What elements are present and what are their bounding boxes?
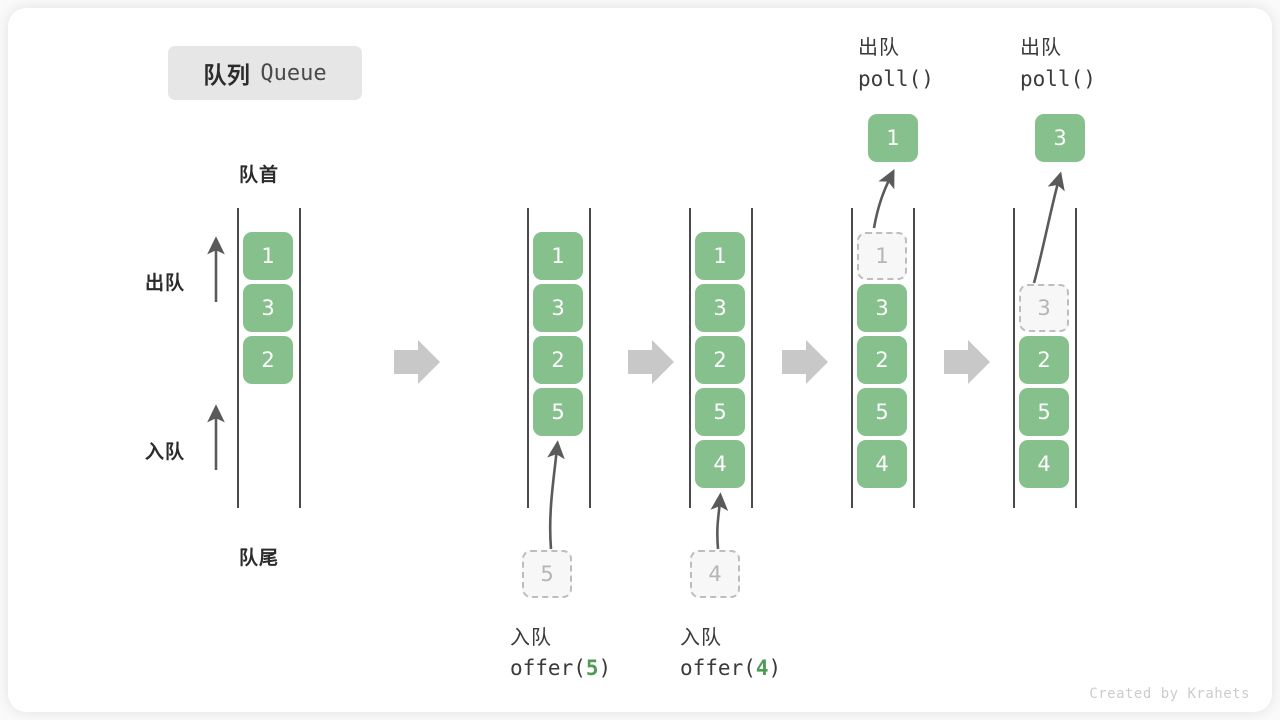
rail-left <box>689 208 691 508</box>
rail-left <box>527 208 529 508</box>
label-queue-rear: 队尾 <box>239 547 280 569</box>
incoming-ghost-element: 5 <box>522 550 572 598</box>
rail-right <box>299 208 301 508</box>
code-suffix: ) <box>598 656 612 680</box>
rail-right <box>751 208 753 508</box>
queue-element: 5 <box>695 388 745 436</box>
queue-element: 2 <box>243 336 293 384</box>
rail-left <box>1013 208 1015 508</box>
queue-element: 2 <box>533 336 583 384</box>
op-label-enqueue-5-code: offer(5) <box>510 656 611 680</box>
op-label-dequeue-3-cn: 出队 <box>1020 35 1062 59</box>
rail-right <box>589 208 591 508</box>
op-label-enqueue-5-cn: 入队 <box>510 625 552 649</box>
queue-element-new: 4 <box>695 440 745 488</box>
queue-element: 2 <box>1019 336 1069 384</box>
queue-element: 3 <box>533 284 583 332</box>
label-dequeue-direction: 出队 <box>145 272 186 294</box>
queue-element: 1 <box>533 232 583 280</box>
queue-element: 3 <box>695 284 745 332</box>
queue-element: 5 <box>1019 388 1069 436</box>
queue-element: 1 <box>243 232 293 280</box>
queue-element-removed: 3 <box>1019 284 1069 332</box>
queue-element: 5 <box>857 388 907 436</box>
queue-element-new: 5 <box>533 388 583 436</box>
diagram-card <box>8 8 1272 712</box>
watermark-credit: Created by Krahets <box>1089 686 1250 702</box>
op-label-dequeue-1-code: poll() <box>858 67 934 91</box>
code-arg: 4 <box>755 656 769 680</box>
queue-element-removed: 1 <box>857 232 907 280</box>
queue-element: 1 <box>695 232 745 280</box>
title-chinese: 队列 <box>203 63 251 89</box>
rail-left <box>237 208 239 508</box>
queue-element: 2 <box>695 336 745 384</box>
op-label-enqueue-4-code: offer(4) <box>680 656 781 680</box>
popped-element: 3 <box>1035 114 1085 162</box>
queue-element: 3 <box>243 284 293 332</box>
op-label-dequeue-1-cn: 出队 <box>858 35 900 59</box>
rail-left <box>851 208 853 508</box>
op-label-dequeue-3-code: poll() <box>1020 67 1096 91</box>
label-queue-front: 队首 <box>239 164 280 186</box>
code-arg: 5 <box>585 656 599 680</box>
queue-element: 4 <box>857 440 907 488</box>
title-english: Queue <box>260 60 327 86</box>
popped-element: 1 <box>868 114 918 162</box>
queue-element: 3 <box>857 284 907 332</box>
diagram-title-badge: 队列 Queue <box>168 46 362 100</box>
label-enqueue-direction: 入队 <box>145 441 186 463</box>
queue-element: 2 <box>857 336 907 384</box>
rail-right <box>1075 208 1077 508</box>
code-suffix: ) <box>768 656 782 680</box>
rail-right <box>913 208 915 508</box>
op-label-enqueue-4-cn: 入队 <box>680 625 722 649</box>
incoming-ghost-element: 4 <box>690 550 740 598</box>
code-prefix: offer( <box>510 656 586 680</box>
code-prefix: offer( <box>680 656 756 680</box>
queue-element: 4 <box>1019 440 1069 488</box>
